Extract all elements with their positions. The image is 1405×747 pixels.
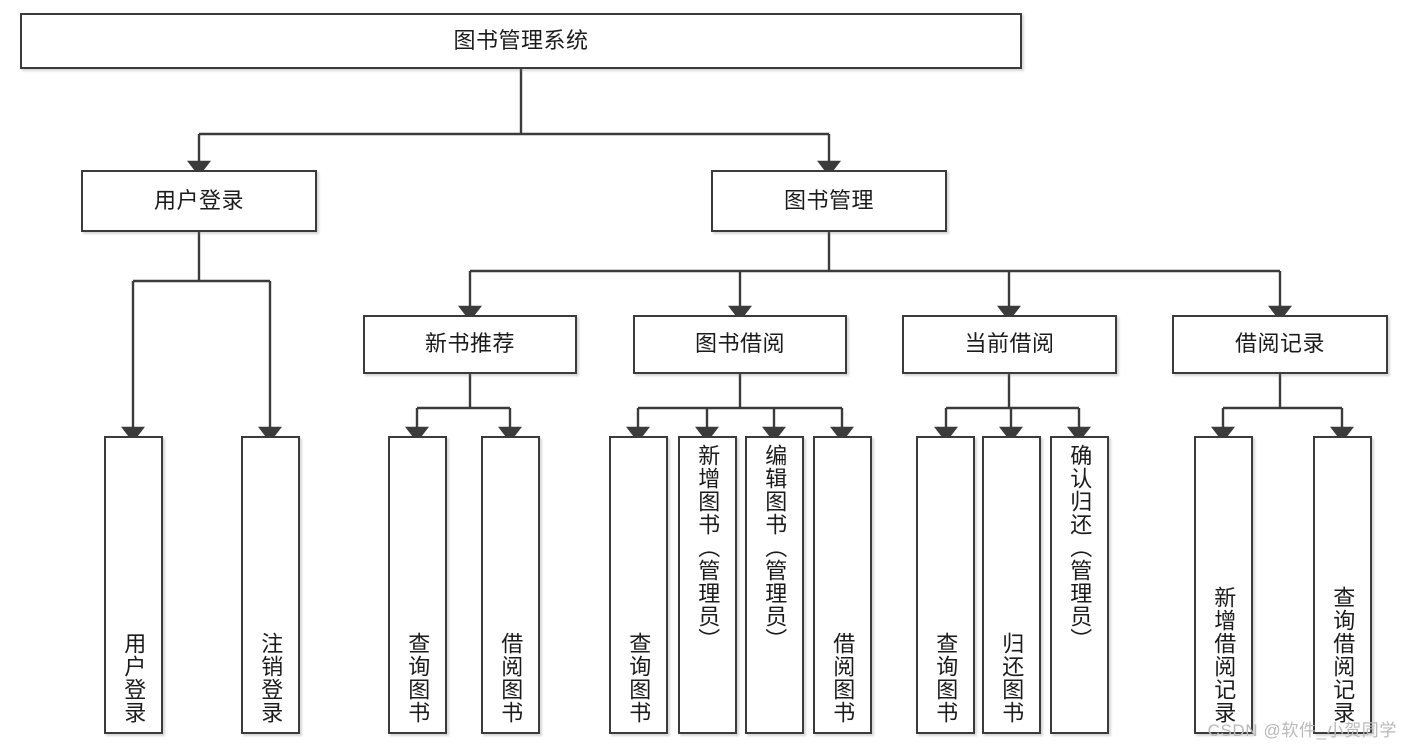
leaf-confirm-return-admin[interactable]: 确认归还（管理员） [1050, 436, 1109, 734]
node-label: 借阅图书 [498, 632, 524, 724]
node-label: 借阅记录 [1234, 331, 1325, 357]
node-label: 图书借阅 [694, 331, 785, 357]
leaf-return-book[interactable]: 归还图书 [982, 436, 1041, 734]
leaf-query-book-recommend[interactable]: 查询图书 [388, 436, 447, 734]
node-borrow-record[interactable]: 借阅记录 [1172, 315, 1388, 374]
node-label: 图书管理系统 [453, 27, 589, 53]
node-book-management[interactable]: 图书管理 [711, 170, 947, 232]
node-current-borrow[interactable]: 当前借阅 [902, 315, 1117, 374]
node-label: 注销登录 [258, 632, 284, 724]
leaf-add-book-admin[interactable]: 新增图书（管理员） [678, 436, 737, 734]
node-label: 新书推荐 [424, 331, 515, 357]
node-label: 查询图书 [405, 632, 431, 724]
node-label: 图书管理 [783, 187, 874, 213]
leaf-query-book-borrow[interactable]: 查询图书 [609, 436, 668, 734]
node-label: 用户登录 [153, 187, 244, 213]
node-label: 查询图书 [933, 632, 959, 724]
node-label: 用户登录 [121, 632, 147, 724]
node-label: 新增图书（管理员） [695, 444, 721, 651]
leaf-add-borrow-record[interactable]: 新增借阅记录 [1194, 436, 1253, 734]
leaf-query-borrow-record[interactable]: 查询借阅记录 [1313, 436, 1372, 734]
node-book-borrow[interactable]: 图书借阅 [633, 315, 847, 374]
leaf-edit-book-admin[interactable]: 编辑图书（管理员） [745, 436, 804, 734]
node-root-book-management-system[interactable]: 图书管理系统 [20, 13, 1022, 69]
node-label: 编辑图书（管理员） [762, 444, 788, 651]
node-label: 当前借阅 [964, 331, 1055, 357]
node-label: 归还图书 [999, 632, 1025, 724]
leaf-borrow-book-recommend[interactable]: 借阅图书 [481, 436, 540, 734]
node-label: 查询图书 [626, 632, 652, 724]
node-label: 查询借阅记录 [1330, 586, 1356, 724]
node-new-book-recommend[interactable]: 新书推荐 [363, 315, 577, 374]
node-label: 新增借阅记录 [1211, 586, 1237, 724]
node-user-login[interactable]: 用户登录 [81, 170, 317, 232]
node-label: 借阅图书 [830, 632, 856, 724]
node-label: 确认归还（管理员） [1067, 444, 1093, 651]
leaf-borrow-book[interactable]: 借阅图书 [813, 436, 872, 734]
leaf-user-logout[interactable]: 注销登录 [241, 436, 300, 734]
leaf-query-book-current[interactable]: 查询图书 [916, 436, 975, 734]
leaf-user-login[interactable]: 用户登录 [104, 436, 163, 734]
csdn-watermark: CSDN @软件_小贺同学 [1207, 721, 1397, 740]
